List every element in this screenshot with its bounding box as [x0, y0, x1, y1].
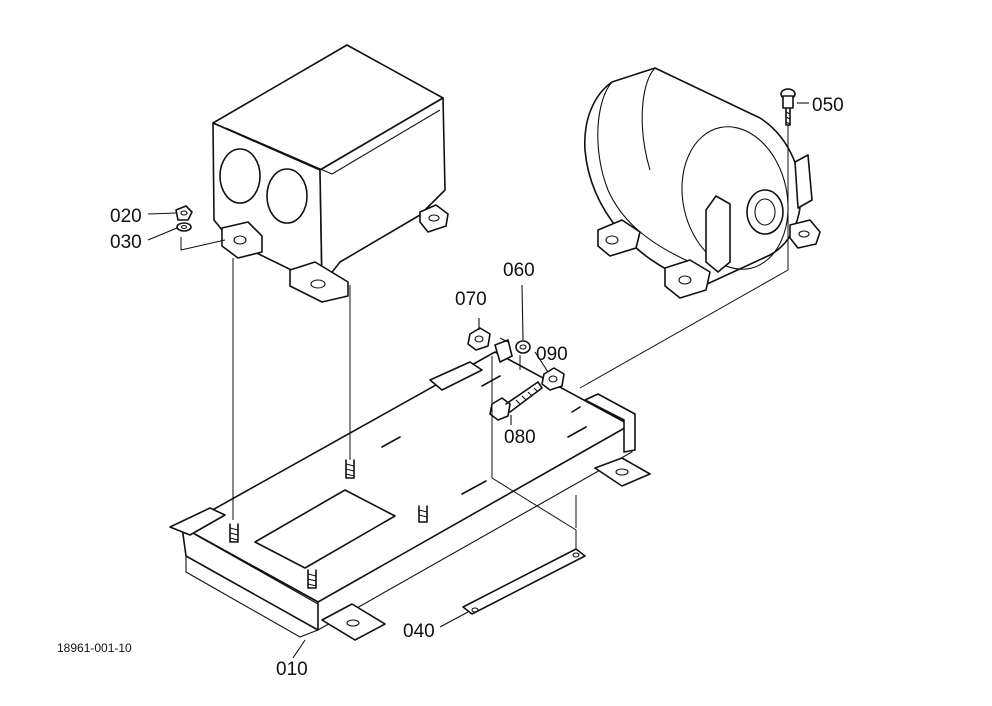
box-component	[212, 44, 449, 303]
part-labels: 020 030 050 070 060 090 080 040 010	[110, 95, 844, 680]
washer-060	[515, 340, 531, 354]
label-030: 030	[110, 232, 142, 253]
bolt-080	[489, 381, 543, 421]
base-plate-010	[169, 339, 651, 641]
label-090: 090	[536, 344, 568, 365]
label-080: 080	[504, 427, 536, 448]
label-050: 050	[812, 95, 844, 116]
label-040: 040	[403, 621, 435, 642]
strap-040	[462, 548, 586, 615]
assembly-lines	[147, 102, 809, 659]
washer-030	[176, 222, 192, 232]
label-070: 070	[455, 289, 487, 310]
drawing-code: 18961-001-10	[57, 641, 132, 655]
bolt-050	[780, 88, 796, 126]
nut-020	[175, 205, 193, 221]
nut-090	[541, 367, 565, 391]
label-060: 060	[503, 260, 535, 281]
cylinder-component	[584, 67, 821, 299]
label-020: 020	[110, 206, 142, 227]
nut-070	[467, 327, 491, 351]
label-010: 010	[276, 659, 308, 680]
